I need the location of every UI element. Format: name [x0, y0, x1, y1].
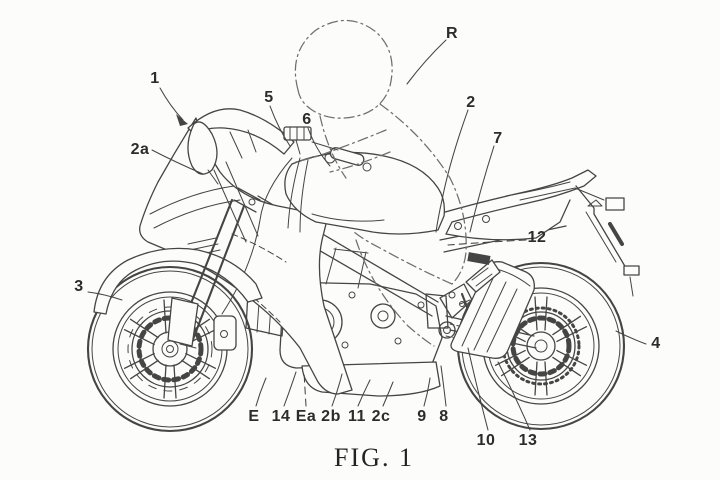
front-fork	[168, 200, 244, 350]
ref-label-2c: 2c	[371, 408, 391, 425]
ref-label-14: 14	[271, 408, 291, 425]
ref-label-10: 10	[476, 432, 496, 449]
ref-label-1: 1	[150, 70, 160, 87]
footpeg-block	[467, 252, 491, 265]
ref-label-12: 12	[527, 229, 547, 246]
ref-label-11: 11	[348, 408, 366, 425]
ref-label-R: R	[445, 25, 459, 42]
leader-lines	[88, 40, 646, 430]
ref-label-2: 2	[466, 94, 476, 111]
rider-helmet	[295, 20, 392, 118]
front-wheel	[88, 267, 252, 431]
rider-thigh	[354, 232, 452, 284]
rear-license-hanger	[576, 186, 639, 296]
ref-label-E: E	[248, 408, 260, 425]
windscreen	[188, 109, 294, 158]
leader-arrowhead-1	[176, 114, 188, 126]
rider-back	[380, 104, 466, 284]
ref-label-2a: 2a	[130, 141, 150, 158]
ref-label-7: 7	[493, 130, 503, 147]
seat-and-tail	[438, 170, 604, 240]
figure-caption: FIG. 1	[334, 443, 414, 472]
ref-label-13: 13	[518, 432, 538, 449]
ref-label-6: 6	[302, 111, 312, 128]
rider-arm-lower	[330, 152, 390, 172]
rider-shin	[356, 240, 434, 346]
ref-label-3: 3	[74, 278, 84, 295]
ref-label-5: 5	[264, 89, 274, 106]
rider-chest	[320, 116, 346, 178]
front-fender	[94, 248, 262, 314]
handlebar-grip	[329, 147, 365, 167]
ref-label-8: 8	[439, 408, 449, 425]
rear-wheel-spokes	[494, 297, 588, 396]
rider-outline	[295, 20, 466, 346]
brake-caliper	[214, 316, 236, 350]
mirror	[188, 122, 218, 184]
ref-label-2b: 2b	[321, 408, 341, 425]
ref-label-4: 4	[651, 335, 661, 352]
exhaust-muffler	[451, 252, 534, 358]
ref-label-9: 9	[417, 408, 427, 425]
ref-label-Ea: Ea	[295, 408, 317, 425]
brake-disc-scallop	[128, 307, 212, 391]
rider-arm-upper	[296, 130, 386, 162]
handlebar-controls	[222, 127, 371, 314]
